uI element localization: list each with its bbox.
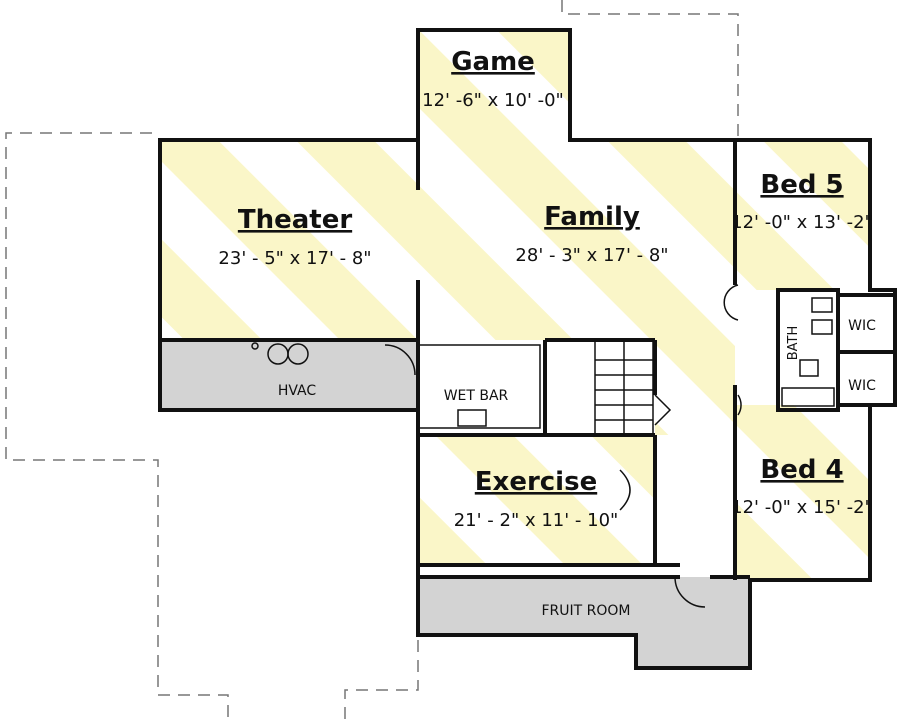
fruit-room-label: FRUIT ROOM [541,603,630,619]
game-room-name: Game [451,47,535,77]
bed5-fill [735,140,870,290]
wic-top-label: WIC [848,318,876,334]
theater-fill [160,140,418,340]
bath-label: BATH [786,326,801,361]
family-fill [418,140,735,340]
exercise-fill [418,435,655,565]
family-lower-fill [655,340,735,435]
bed4-room-name: Bed 4 [760,455,843,485]
exercise-room-name: Exercise [475,467,597,497]
room-labels: Game 12' -6" x 10' -0" Theater 23' - 5" … [218,47,876,619]
family-room-name: Family [544,202,640,232]
room-fills [160,30,870,668]
walls [158,28,897,670]
wic-bottom-label: WIC [848,378,876,394]
wet-bar-label: WET BAR [444,388,509,404]
hvac-label: HVAC [278,383,317,399]
theater-room-name: Theater [238,205,352,235]
exercise-room-dims: 21' - 2" x 11' - 10" [454,510,619,531]
bed5-room-dims: 12' -0" x 13' -2" [731,212,873,233]
dashed-outlines [5,0,739,724]
fixtures [251,284,835,608]
family-room-dims: 28' - 3" x 17' - 8" [515,245,668,266]
bed4-fill [735,405,870,580]
game-room-dims: 12' -6" x 10' -0" [422,90,564,111]
bed5-room-name: Bed 5 [760,170,843,200]
bed4-room-dims: 12' -0" x 15' -2" [731,497,873,518]
fruit-room-fill [418,577,750,668]
theater-room-dims: 23' - 5" x 17' - 8" [218,248,371,269]
stairs [594,339,654,436]
game-fill [418,30,570,140]
